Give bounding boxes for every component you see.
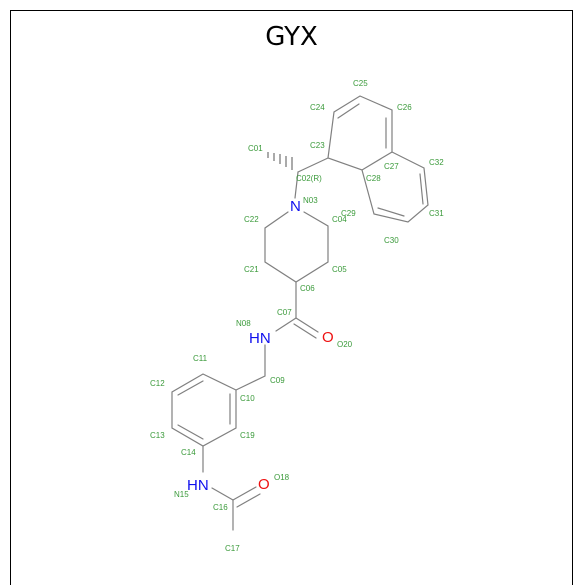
structure-frame xyxy=(10,10,573,585)
atom-label: N03 xyxy=(303,196,318,205)
bond xyxy=(177,380,231,440)
atom-label: C06 xyxy=(300,284,315,293)
bond xyxy=(361,151,429,223)
atom-label: C02(R) xyxy=(296,174,322,183)
atom-label: N08 xyxy=(236,319,251,328)
atom-label: C09 xyxy=(270,376,285,385)
acetamide-nitrogen-atom: HN xyxy=(187,477,209,494)
atom-label: C31 xyxy=(429,209,444,218)
bond xyxy=(327,95,393,171)
bond xyxy=(171,373,237,447)
atom-label: C01 xyxy=(248,144,263,153)
atom-label: C13 xyxy=(150,431,165,440)
atom-label: C22 xyxy=(244,215,259,224)
atom-label: C24 xyxy=(310,103,325,112)
atom-label: C32 xyxy=(429,158,444,167)
atom-label: C28 xyxy=(366,174,381,183)
atom-label: C25 xyxy=(353,79,368,88)
atom-label: C14 xyxy=(181,448,196,457)
atom-label: C17 xyxy=(225,544,240,553)
atom-label: C21 xyxy=(244,265,259,274)
atom-label: C16 xyxy=(213,503,228,512)
atom-label: C12 xyxy=(150,379,165,388)
bond xyxy=(294,171,299,199)
carbonyl-oxygen-atom: O xyxy=(322,329,334,346)
amide-nitrogen-atom: HN xyxy=(249,330,271,347)
atom-label: C07 xyxy=(277,308,292,317)
atom-label: C05 xyxy=(332,265,347,274)
bond xyxy=(211,487,234,501)
atom-label: C04 xyxy=(332,215,347,224)
atom-label: C19 xyxy=(240,431,255,440)
bond xyxy=(337,103,387,149)
bond xyxy=(235,344,266,391)
nitrogen-atom: N xyxy=(290,198,301,215)
atom-label: C30 xyxy=(384,236,399,245)
bond xyxy=(377,173,424,217)
atom-label: O18 xyxy=(274,473,290,482)
bond xyxy=(264,211,329,283)
atom-label: C27 xyxy=(384,162,399,171)
bond xyxy=(232,486,261,508)
atom-label: N15 xyxy=(174,490,189,499)
atom-label: C29 xyxy=(341,209,356,218)
acetamide-oxygen-atom: O xyxy=(258,476,270,493)
hashed-wedge-bond xyxy=(267,152,293,170)
bond xyxy=(293,317,319,339)
atom-label: C10 xyxy=(240,394,255,403)
atom-label: C26 xyxy=(397,103,412,112)
bond xyxy=(297,157,329,173)
atom-label: O20 xyxy=(337,340,353,349)
atom-label: C11 xyxy=(193,354,208,363)
bond xyxy=(275,317,297,332)
atom-label: C23 xyxy=(310,141,325,150)
molecule-title: GYX xyxy=(265,22,318,52)
